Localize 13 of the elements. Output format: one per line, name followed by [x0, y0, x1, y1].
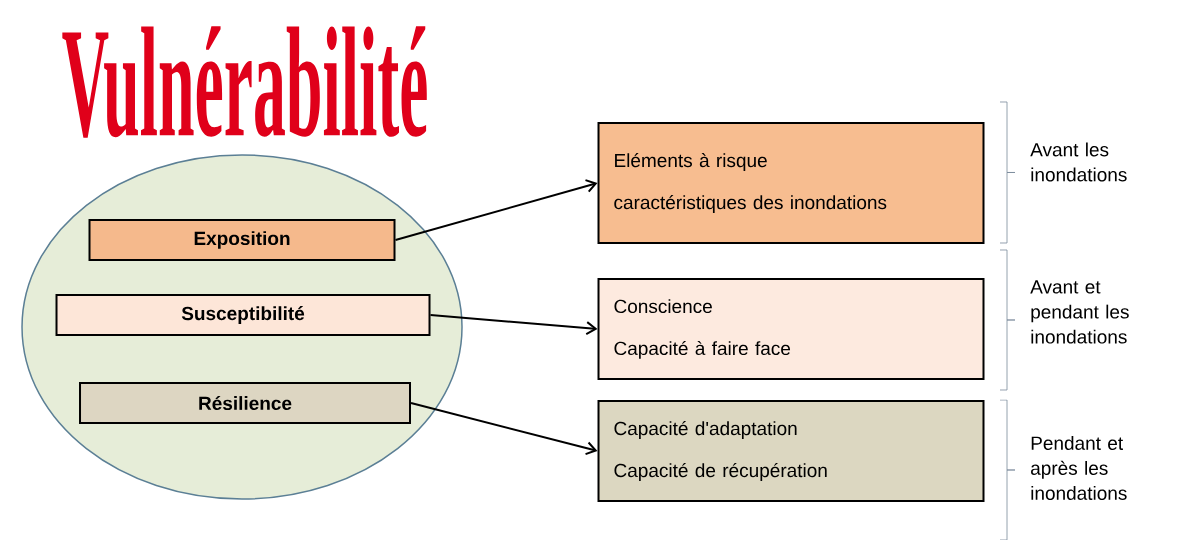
- text-box: Eléments à risque caractéristiques des inondations: [597, 122, 985, 244]
- text-box: Capacité d'adaptation Capacité de récupération: [597, 400, 985, 502]
- title: Vulnérabilité: [62, 26, 427, 138]
- text-box: Conscience Capacité à faire face: [597, 278, 985, 380]
- note: Avant et pendant les inondations: [1030, 280, 1129, 344]
- note: Avant les inondations: [1030, 142, 1127, 182]
- label-box: Susceptibilité: [55, 294, 431, 336]
- arrow: [429, 314, 598, 336]
- label-box: Exposition: [88, 219, 396, 261]
- label-box: Résilience: [79, 382, 411, 424]
- arrow: [410, 402, 598, 456]
- arrow: [394, 179, 598, 241]
- note: Pendant et après les inondations: [1031, 436, 1127, 500]
